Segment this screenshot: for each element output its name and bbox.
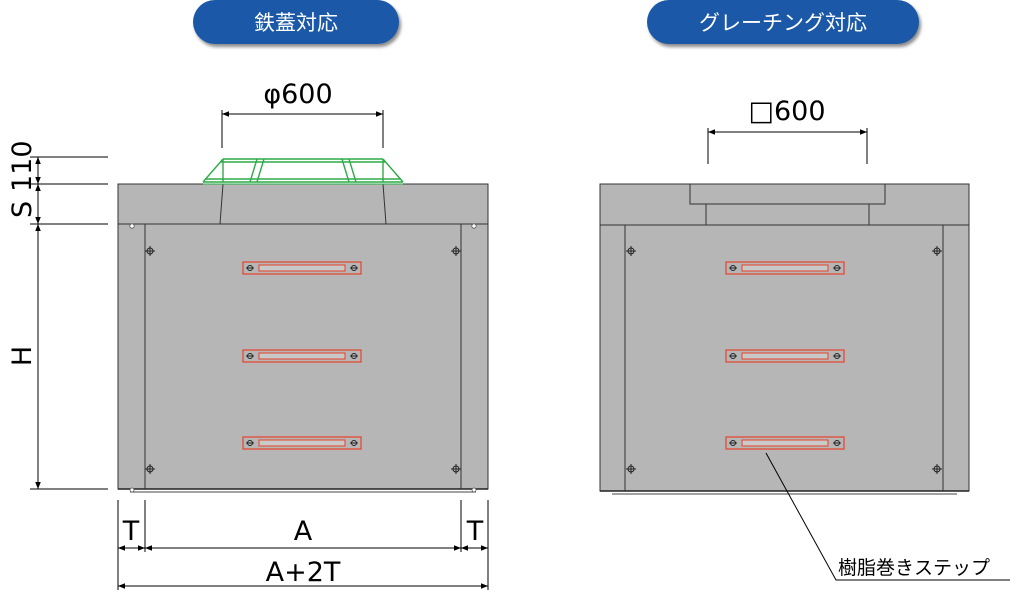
cover-frame: [202, 158, 404, 183]
opening-diameter-label: φ600: [263, 79, 332, 110]
left-drawing: φ600 S 110 H T A T A+2T: [7, 79, 489, 590]
step-rung: [242, 349, 362, 363]
anchor-bolt-icon: [145, 246, 461, 474]
height-dimension-label: H: [7, 346, 38, 366]
wall-thickness-right-label: T: [466, 516, 484, 547]
inner-width-label: A: [294, 516, 313, 547]
slab-dimension-label: S: [7, 201, 38, 218]
anchor-bolt-icon: [626, 246, 942, 474]
title-badge-label: 鉄蓋対応: [254, 11, 338, 35]
rise-dimension-label: 110: [7, 140, 38, 192]
opening-size-label: □600: [748, 96, 825, 127]
step-rung: [725, 261, 845, 275]
step-rung: [242, 436, 362, 450]
step-rung: [242, 261, 362, 275]
title-badge-label: グレーチング対応: [699, 11, 867, 35]
step-rung: [725, 436, 845, 450]
title-badge-grating: グレーチング対応: [647, 0, 919, 44]
top-slab: [117, 183, 489, 225]
title-badge-manhole-cover: 鉄蓋対応: [193, 0, 399, 44]
right-drawing: □600 樹脂巻きステップ: [599, 96, 1010, 581]
outer-width-label: A+2T: [266, 557, 341, 588]
wall-thickness-left-label: T: [122, 516, 140, 547]
step-callout-label: 樹脂巻きステップ: [838, 557, 990, 579]
step-rung: [725, 349, 845, 363]
